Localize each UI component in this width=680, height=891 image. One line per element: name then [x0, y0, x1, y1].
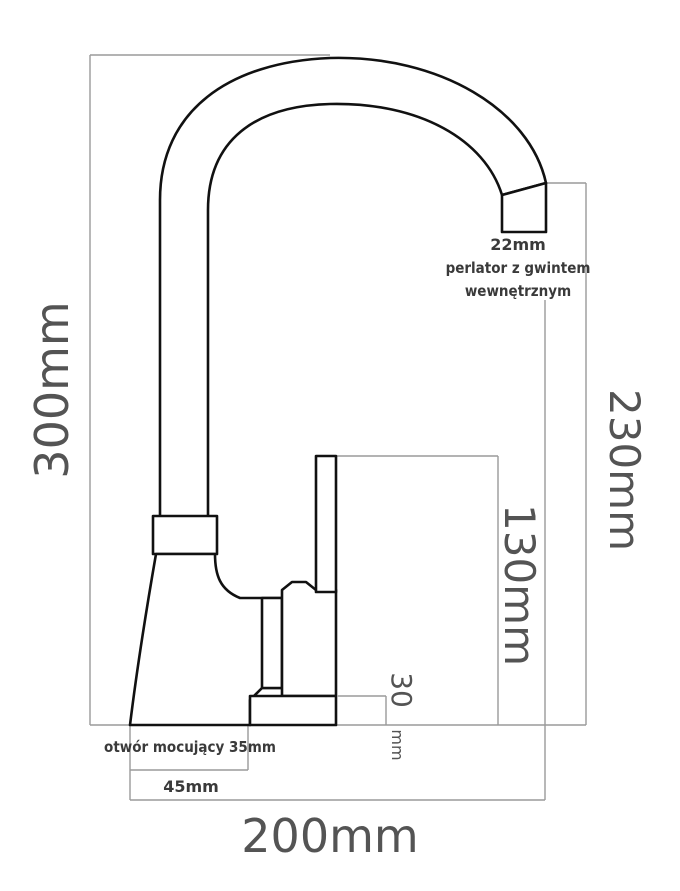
lever-handle	[314, 454, 338, 594]
aerator-size-label: 22mm	[490, 235, 546, 254]
handle-housing	[280, 580, 338, 698]
base-width-label: 45mm	[163, 777, 219, 796]
mounting-hole-label: otwór mocujący 35mm	[104, 738, 276, 756]
aerator-note-line2: wewnętrznym	[465, 282, 571, 300]
swivel-collar	[151, 514, 219, 556]
spout	[158, 56, 548, 520]
faucet-body	[128, 552, 284, 727]
height-total-label: 300mm	[25, 301, 79, 478]
width-total-label: 200mm	[241, 809, 418, 863]
aerator	[500, 181, 548, 234]
faucet-outline	[128, 56, 548, 727]
base-plate	[248, 694, 338, 727]
aerator-note-line1: perlator z gwintem	[446, 259, 591, 277]
connector-neck	[260, 596, 284, 690]
handle-height-label: 130mm	[495, 504, 544, 666]
base-height-unit: mm	[388, 729, 407, 760]
height-spout-label: 230mm	[600, 389, 649, 551]
base-height-number: 30	[385, 672, 418, 708]
